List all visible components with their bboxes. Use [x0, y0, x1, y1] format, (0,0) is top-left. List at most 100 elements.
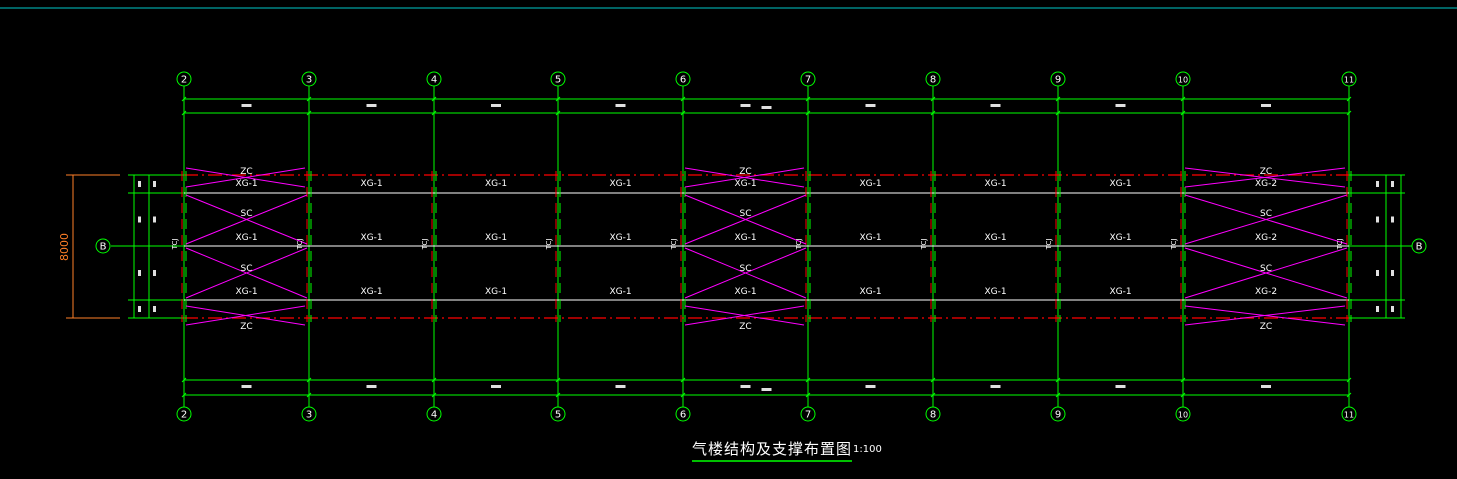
column-label: TCJ — [171, 239, 179, 251]
row-axis-bubble-right-label: B — [1416, 242, 1423, 253]
member-label: XG-1 — [984, 287, 1006, 297]
axis-bubble — [1341, 406, 1357, 422]
member-label: XG-1 — [235, 233, 257, 243]
member-label: XG-1 — [360, 233, 382, 243]
axis-bubble-label: 5 — [555, 75, 561, 86]
dimension-mark — [615, 104, 626, 107]
axis-bubble — [925, 406, 941, 422]
dimension-mark — [1376, 181, 1379, 187]
brace-label-sc: SC — [241, 209, 253, 219]
brace-label-top: ZC — [240, 167, 252, 177]
dimension-mark — [153, 270, 156, 276]
dimension-mark — [1115, 104, 1126, 107]
column-label: TCJ — [670, 239, 678, 251]
axis-bubble — [675, 406, 691, 422]
dimension-mark — [153, 306, 156, 312]
horizontal-brace — [185, 194, 308, 245]
axis-bubble — [1341, 71, 1357, 87]
axis-bubble — [550, 71, 566, 87]
member-label: XG-2 — [1255, 179, 1277, 189]
member-label: XG-1 — [609, 179, 631, 189]
column-label: TCJ — [795, 239, 803, 251]
axis-bubble-label: 2 — [181, 75, 187, 86]
axis-bubble-label: 7 — [805, 75, 811, 86]
member-label: XG-1 — [485, 233, 507, 243]
column-label: TCJ — [920, 239, 928, 251]
horizontal-brace — [1184, 194, 1348, 245]
dimension-mark — [241, 385, 252, 388]
brace-label-top: ZC — [739, 167, 751, 177]
axis-bubble — [1050, 406, 1066, 422]
member-label: XG-1 — [235, 179, 257, 189]
axis-bubble-label: 10 — [1178, 76, 1188, 85]
dimension-mark — [761, 106, 772, 109]
member-label: XG-2 — [1255, 287, 1277, 297]
dimension-mark — [990, 104, 1001, 107]
drawing-scale: 1:100 — [853, 444, 882, 455]
axis-bubble-label: 3 — [306, 75, 312, 86]
brace-label-sc: SC — [1260, 264, 1272, 274]
axis-bubble-label: 2 — [181, 410, 187, 421]
column-label: TCJ — [1170, 239, 1178, 251]
axis-bubble-label: 3 — [306, 410, 312, 421]
dimension-mark — [1261, 385, 1271, 388]
dimension-mark — [153, 216, 156, 223]
dimension-mark — [241, 104, 252, 107]
brace-label-sc: SC — [740, 264, 752, 274]
drawing-title: 气楼结构及支撑布置图 — [692, 440, 853, 462]
axis-bubble — [550, 406, 566, 422]
axis-bubble-label: 7 — [805, 410, 811, 421]
dimension-mark — [761, 388, 772, 391]
dimension-mark — [366, 385, 377, 388]
dimension-mark — [1115, 385, 1126, 388]
axis-bubble-label: 9 — [1055, 410, 1061, 421]
dimension-mark — [366, 104, 377, 107]
brace-label-bottom: ZC — [240, 322, 252, 332]
axis-bubble — [925, 71, 941, 87]
axis-bubble-label: 11 — [1344, 411, 1354, 420]
axis-bubble-label: 6 — [680, 75, 686, 86]
member-label: XG-1 — [609, 233, 631, 243]
dimension-mark — [990, 385, 1001, 388]
axis-bubble — [176, 406, 192, 422]
axis-bubble-label: 8 — [930, 75, 936, 86]
dimension-mark — [1376, 270, 1379, 276]
dimension-mark — [1391, 216, 1394, 223]
member-label: XG-1 — [360, 287, 382, 297]
member-label: XG-2 — [1255, 233, 1277, 243]
dimension-mark — [1391, 181, 1394, 187]
axis-bubble-label: 4 — [431, 410, 437, 421]
axis-bubble-label: 4 — [431, 75, 437, 86]
brace-label-sc: SC — [1260, 209, 1272, 219]
member-label: XG-1 — [734, 287, 756, 297]
axis-bubble — [675, 71, 691, 87]
horizontal-brace — [185, 247, 308, 299]
dimension-mark — [865, 385, 876, 388]
member-label: XG-1 — [1109, 287, 1131, 297]
axis-bubble-label: 6 — [680, 410, 686, 421]
dimension-mark — [1376, 216, 1379, 223]
member-label: XG-1 — [1109, 233, 1131, 243]
brace-label-bottom: ZC — [739, 322, 751, 332]
brace-label-bottom: ZC — [1260, 322, 1272, 332]
dimension-mark — [740, 104, 751, 107]
dimension-mark — [740, 385, 751, 388]
vertical-brace — [185, 167, 306, 188]
row-dimension-label: 8000 — [58, 233, 71, 261]
dimension-mark — [153, 181, 156, 187]
dimension-mark — [1261, 104, 1271, 107]
axis-bubble — [1175, 406, 1191, 422]
axis-bubble — [301, 71, 317, 87]
member-label: XG-1 — [859, 233, 881, 243]
column-label: TCJ — [296, 239, 304, 251]
axis-bubble-label: 8 — [930, 410, 936, 421]
dimension-mark — [138, 216, 141, 223]
axis-bubble — [426, 406, 442, 422]
vertical-brace — [1184, 167, 1346, 188]
axis-bubble — [176, 71, 192, 87]
member-label: XG-1 — [734, 233, 756, 243]
member-label: XG-1 — [859, 179, 881, 189]
member-label: XG-1 — [984, 233, 1006, 243]
axis-bubble — [800, 71, 816, 87]
